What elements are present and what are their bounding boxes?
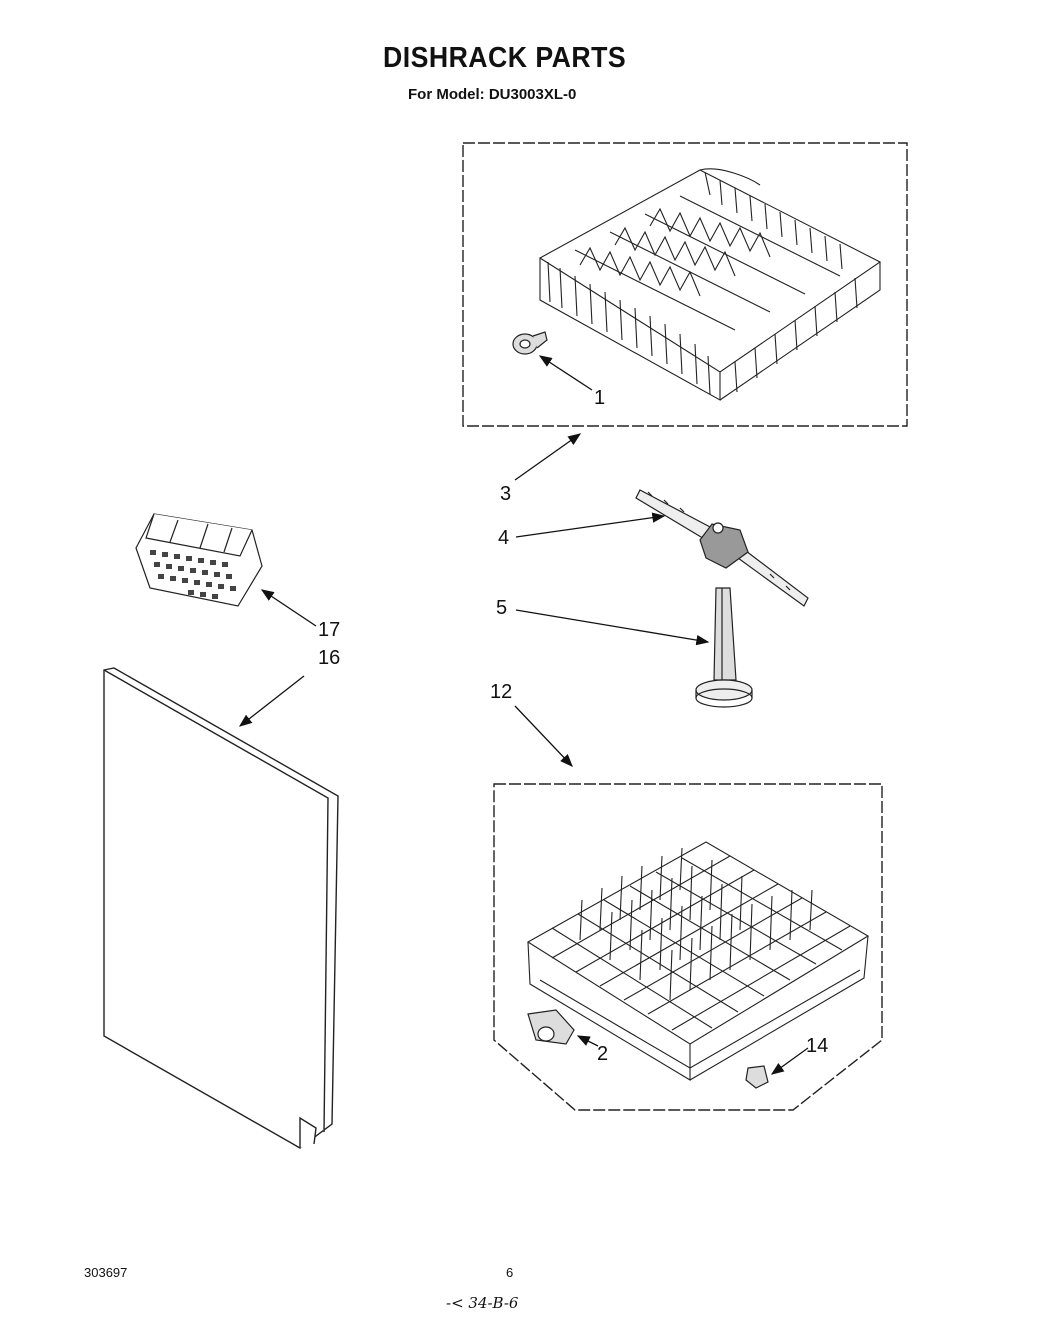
callout-17: 17 (318, 619, 340, 641)
rack-bumper-icon (745, 1065, 769, 1089)
page-title: DISHRACK PARTS (383, 42, 627, 74)
upper-dishrack-icon (538, 168, 882, 401)
spray-tube-icon (695, 587, 753, 708)
lower-dishrack-icon (526, 841, 870, 1081)
callout-12: 12 (490, 681, 512, 703)
callout-14: 14 (806, 1035, 828, 1057)
callout-5: 5 (496, 597, 507, 619)
model-subtitle: For Model: DU3003XL-0 (408, 86, 577, 103)
callout-1: 1 (594, 387, 605, 409)
handwritten-note: -< 34-B-6 (446, 1294, 519, 1312)
silverware-basket-icon (135, 513, 263, 607)
upper-rack-frame (462, 142, 908, 427)
door-panel-icon (103, 667, 339, 1149)
callout-leaders (238, 355, 809, 1075)
rack-wheel-icon (512, 331, 548, 355)
spray-arm-icon (635, 489, 809, 607)
lower-rack-frame (493, 783, 883, 1111)
callout-16: 16 (318, 647, 340, 669)
page-number: 6 (506, 1265, 514, 1280)
callout-4: 4 (498, 527, 509, 549)
document-number: 303697 (84, 1265, 128, 1280)
callout-3: 3 (500, 483, 511, 505)
lower-rack-wheel-icon (527, 1009, 575, 1045)
callout-2: 2 (597, 1043, 608, 1065)
